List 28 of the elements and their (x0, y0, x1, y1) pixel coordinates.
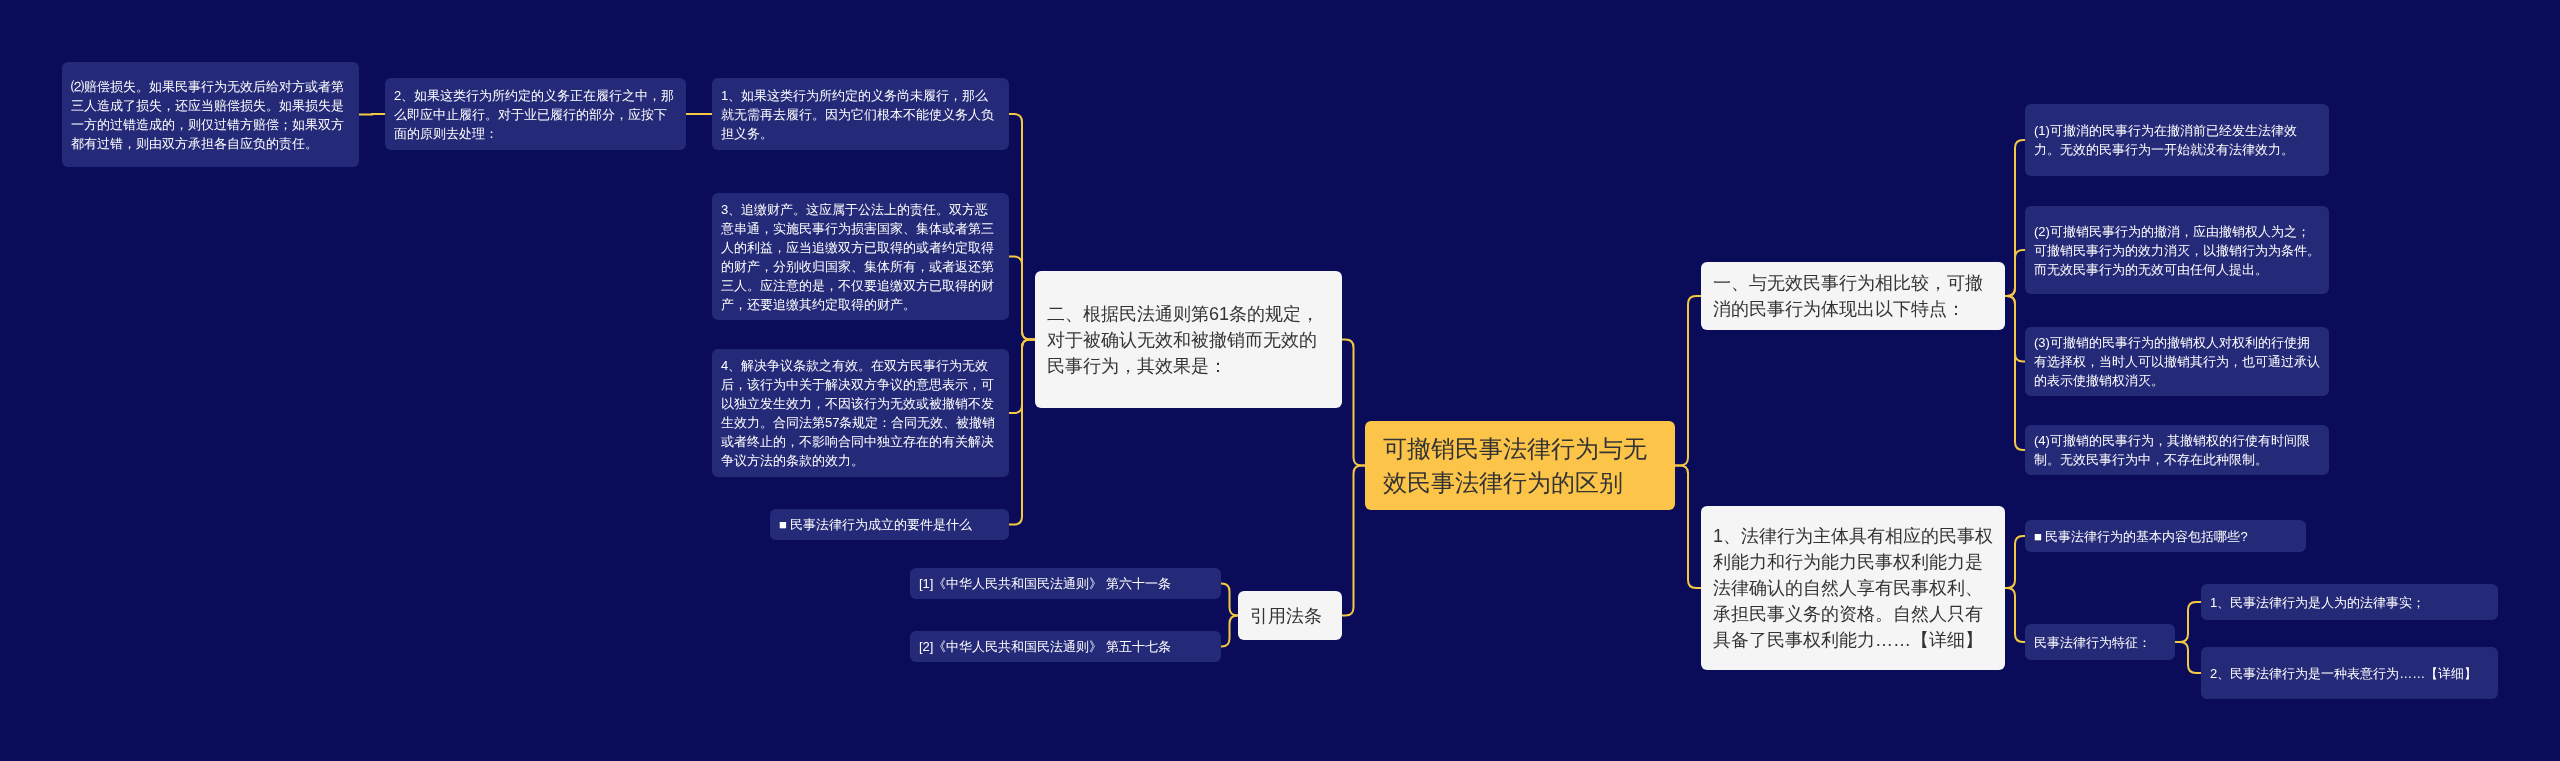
central-topic: 可撤销民事法律行为与无效民事法律行为的区别 (1365, 421, 1675, 510)
connector-line (1220, 582, 1239, 617)
subtopic-box: [1]《中华人民共和国民法通则》 第六十一条 (910, 568, 1221, 599)
subtopic-box: ■ 民事法律行为成立的要件是什么 (770, 509, 1009, 540)
connector-line (1341, 464, 1366, 617)
subtopic-box: 1、民事法律行为是人为的法律事实； (2201, 584, 2498, 620)
connector-line (2004, 295, 2026, 451)
subtopic-box: [2]《中华人民共和国民法通则》 第五十七条 (910, 631, 1221, 662)
subtopic-box: 3、追缴财产。这应属于公法上的责任。双方恶意串通，实施民事行为损害国家、集体或者第三人的利益，应当追缴双方已取得的或者约定取得的财产，分别收归国家、集体所有，或者返还第三人。应注意的是，不仅要追缴双方已取得的财产，还要追缴其约定取得的财产。 (712, 193, 1009, 320)
topic-box: 1、法律行为主体具有相应的民事权利能力和行为能力民事权利能力是法律确认的自然人享有民事权利、承担民事义务的资格。自然人只有具备了民事权利能力……【详细】 (1701, 506, 2005, 670)
subtopic-box: (2)可撤销民事行为的撤消，应由撤销权人为之；可撤销民事行为的效力消灭，以撤销行为为条件。而无效民事行为的无效可由任何人提出。 (2025, 206, 2329, 294)
subtopic-box: 2、如果这类行为所约定的义务正在履行之中，那么即应中止履行。对于业已履行的部分，应按下面的原则去处理： (385, 78, 686, 150)
connector-line (2004, 587, 2026, 643)
subtopic-box: (1)可撤消的民事行为在撤消前已经发生法律效力。无效的民事行为一开始就没有法律效力。 (2025, 104, 2329, 176)
subtopic-box: (4)可撤销的民事行为，其撤销权的行使有时间限制。无效民事行为中，不存在此种限制。 (2025, 425, 2329, 475)
subtopic-box: 2、民事法律行为是一种表意行为……【详细】 (2201, 647, 2498, 699)
subtopic-box: 4、解决争议条款之有效。在双方民事行为无效后，该行为中关于解决双方争议的意思表示，可以独立发生效力，不因该行为无效或被撤销不发生效力。合同法第57条规定：合同无效、被撤销或者终止的，不影响合同中独立存在的有关解决争议方法的条款的效力。 (712, 349, 1009, 477)
connector-line (1220, 614, 1239, 648)
subtopic-box: ■ 民事法律行为的基本内容包括哪些? (2025, 520, 2306, 552)
topic-box: 一、与无效民事行为相比较，可撤消的民事行为体现出以下特点： (1701, 262, 2005, 330)
subtopic-box: ⑵赔偿损失。如果民事行为无效后给对方或者第三人造成了损失，还应当赔偿损失。如果损失是一方的过错造成的，则仅过错方赔偿；如果双方都有过错，则由双方承担各自应负的责任。 (62, 62, 359, 167)
subtopic-box: 1、如果这类行为所约定的义务尚未履行，那么就无需再去履行。因为它们根本不能使义务人负担义务。 (712, 78, 1009, 150)
topic-box: 引用法条 (1238, 591, 1342, 640)
subtopic-box: 民事法律行为特征： (2025, 624, 2175, 660)
connector-line (685, 113, 713, 115)
connector-line (358, 113, 386, 116)
subtopic-box: (3)可撤销的民事行为的撤销权人对权利的行使拥有选择权，当时人可以撤销其行为，也可通过承认的表示使撤销权消灭。 (2025, 327, 2329, 396)
topic-box: 二、根据民法通则第61条的规定，对于被确认无效和被撤销而无效的民事行为，其效果是： (1035, 271, 1342, 408)
